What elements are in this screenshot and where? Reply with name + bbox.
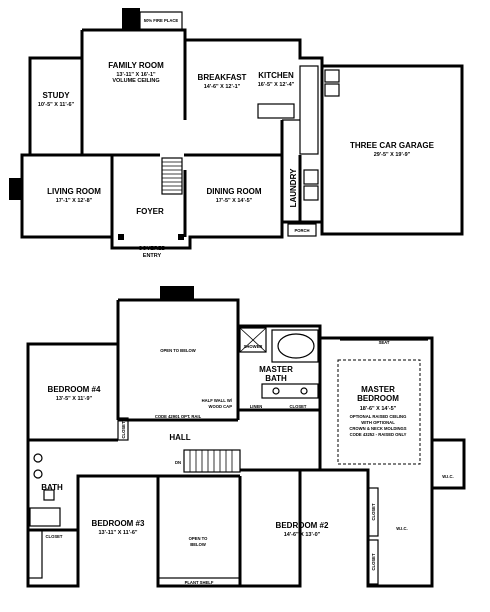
wic-right-wall xyxy=(432,438,466,490)
bedroom2-closet-b-label: CLOSET xyxy=(371,553,376,570)
dryer xyxy=(303,185,319,201)
shower-label: SHOWER xyxy=(244,344,263,349)
kitchen-label: KITCHEN xyxy=(258,71,294,80)
second-floor-plan: OPEN TO BELOW BEDROOM #4 13'-5" X 11'-9"… xyxy=(26,286,466,588)
open-to-below-label: OPEN TO BELOW xyxy=(160,348,196,353)
entry-column-left xyxy=(118,234,124,240)
rail-note-label: CODE 42901 OPT. RAIL xyxy=(155,414,202,419)
vanity-sink-left xyxy=(272,387,280,395)
living-room-label: LIVING ROOM xyxy=(47,187,101,196)
second-floor-chimney xyxy=(160,286,194,300)
kitchen-island xyxy=(257,103,295,119)
garage-label: THREE CAR GARAGE xyxy=(350,141,435,150)
open-to-below-2-line1: OPEN TO xyxy=(189,536,209,541)
entry-column-right xyxy=(178,234,184,240)
laundry-label: LAUNDRY xyxy=(289,168,298,207)
first-floor-stairs xyxy=(161,157,183,195)
study-dim: 10'-5" X 11'-6" xyxy=(38,102,75,108)
bedroom2-closet-a-label: CLOSET xyxy=(371,503,376,520)
bedroom4-closet xyxy=(117,417,129,441)
study-label: STUDY xyxy=(42,91,70,100)
kitchen-dim: 16'-5" X 12'-4" xyxy=(258,82,295,88)
bedroom2-closet-a xyxy=(367,487,379,537)
hall-label: HALL xyxy=(169,433,190,442)
wic-right-label: W.I.C. xyxy=(442,474,453,479)
breakfast-dim: 14'-6" X 12'-1" xyxy=(204,84,241,90)
furnace xyxy=(324,83,340,97)
bath-toilet xyxy=(43,489,55,501)
master-bath-tub xyxy=(277,333,315,359)
washer xyxy=(303,169,319,185)
bedroom2-dim: 14'-6" X 13'-0" xyxy=(284,532,321,538)
bedroom4-closet-label: CLOSET xyxy=(121,421,126,438)
bedroom4-dim: 13'-5" X 11'-9" xyxy=(56,396,93,402)
bedroom3-label: BEDROOM #3 xyxy=(92,519,145,528)
bath-sink-1 xyxy=(33,453,43,463)
first-floor-plan: FAMILY ROOM 13'-11" X 16'-1" VOLUME CEIL… xyxy=(9,8,464,259)
covered-entry-label-line2: ENTRY xyxy=(143,253,162,259)
raised-ceiling-outline xyxy=(337,359,421,465)
master-bedroom-note1: OPTIONAL RAISED CEILING xyxy=(350,414,407,419)
master-bedroom-dim: 18'-6" X 14'-5" xyxy=(360,406,397,412)
bath-sink-2 xyxy=(33,469,43,479)
vanity-sink-right xyxy=(300,387,308,395)
master-shower xyxy=(239,327,267,353)
covered-entry-label-line1: COVERED xyxy=(138,246,165,252)
family-room-label: FAMILY ROOM xyxy=(108,61,164,70)
half-wall-label-line1: HALF WALL W/ xyxy=(202,398,233,403)
open-to-below-2-line2: BELOW xyxy=(190,542,206,547)
bedroom4-label: BEDROOM #4 xyxy=(48,385,101,394)
second-floor-outer-wall xyxy=(26,298,434,588)
bedroom3-dim: 13'-11" X 11'-6" xyxy=(98,530,137,536)
living-room-fireplace-chimney xyxy=(9,178,22,200)
bath-tub xyxy=(29,507,61,527)
breakfast-label: BREAKFAST xyxy=(198,73,247,82)
family-room-dim: 13'-11" X 16'-1" xyxy=(116,72,156,78)
wic-bedroom2-label: W.I.C. xyxy=(396,526,407,531)
bath-closet-label: CLOSET xyxy=(46,534,63,539)
family-room-note: VOLUME CEILING xyxy=(112,78,159,84)
second-floor-stairs xyxy=(183,449,241,473)
master-bath-label-line1: MASTER xyxy=(259,365,293,374)
fireplace-label: 50% FIRE PLACE xyxy=(144,18,179,23)
plant-shelf-box xyxy=(157,577,241,587)
master-bedroom-label-line1: MASTER xyxy=(361,385,395,394)
half-wall-label-line2: WOOD CAP xyxy=(209,404,233,409)
porch-label: PORCH xyxy=(294,228,309,233)
master-bedroom-note3: CROWN & NECK MOLDINGS xyxy=(349,426,406,431)
stairs-down-label: DN xyxy=(175,460,181,465)
master-bath-label-line2: BATH xyxy=(265,374,287,383)
family-room-fireplace-chimney xyxy=(122,8,140,30)
master-closet-label: CLOSET xyxy=(290,404,307,409)
bedroom2-label: BEDROOM #2 xyxy=(276,521,329,530)
master-bath-vanity xyxy=(261,383,319,399)
master-bedroom-note2: WITH OPTIONAL xyxy=(361,420,395,425)
bath-closet xyxy=(27,529,43,579)
master-bedroom-note4: CODE 43252 - RAISED ONLY xyxy=(350,432,407,437)
dining-room-label: DINING ROOM xyxy=(206,187,261,196)
water-heater xyxy=(324,69,340,83)
plant-shelf-label: PLANT SHELF xyxy=(185,580,214,585)
bath-label: BATH xyxy=(41,483,63,492)
living-room-dim: 17'-1" X 12'-8" xyxy=(56,198,93,204)
porch-box xyxy=(287,223,317,237)
dining-room-dim: 17'-5" X 14'-5" xyxy=(216,198,253,204)
foyer-label: FOYER xyxy=(136,207,164,216)
kitchen-counter xyxy=(299,65,319,155)
bedroom2-closet-b xyxy=(367,539,379,585)
garage-dim: 29'-5" X 19'-9" xyxy=(374,152,411,158)
linen-label: LINEN xyxy=(250,404,263,409)
master-bedroom-label-line2: BEDROOM xyxy=(357,394,399,403)
fireplace-box xyxy=(139,11,183,31)
seat-label: SEAT xyxy=(379,340,390,345)
first-floor-outer-wall xyxy=(20,28,464,250)
master-bath-tub-surround xyxy=(271,329,319,363)
